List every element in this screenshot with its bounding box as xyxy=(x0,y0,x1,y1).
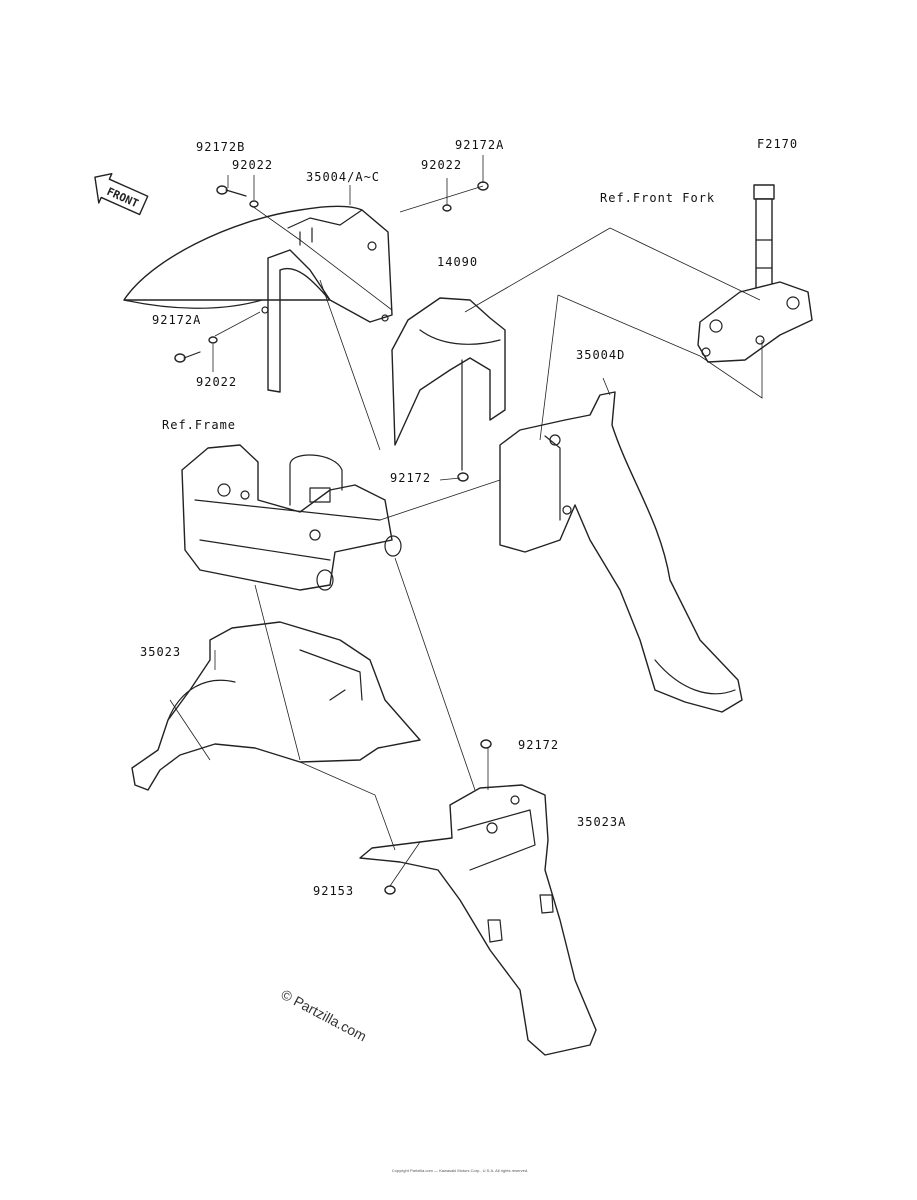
front-fender-part xyxy=(123,205,393,393)
side-cover-part xyxy=(499,391,743,713)
footer-copyright: Copyright Partzilla.com — Kawasaki Motor… xyxy=(391,1168,529,1173)
front-fork-part xyxy=(697,184,813,363)
label-92172-low: 92172 xyxy=(518,738,560,752)
leader-lines xyxy=(169,155,763,887)
label-92172A-left: 92172A xyxy=(152,313,202,327)
label-92172B: 92172B xyxy=(196,140,246,154)
label-ref-frame: Ref.Frame xyxy=(162,418,237,432)
label-92022-left-top: 92022 xyxy=(232,158,274,172)
rear-inner-fender-part xyxy=(131,621,421,791)
inner-fender-part xyxy=(391,297,506,471)
front-arrow-icon: FRONT xyxy=(94,172,149,216)
label-35023A: 35023A xyxy=(577,815,627,829)
label-14090: 14090 xyxy=(437,255,479,269)
fasteners xyxy=(174,181,492,895)
rear-fender-part xyxy=(359,784,597,1056)
label-92172A-top: 92172A xyxy=(455,138,505,152)
label-35004-a-c: 35004/A~C xyxy=(306,170,381,184)
label-35023: 35023 xyxy=(140,645,182,659)
label-92172-mid: 92172 xyxy=(390,471,432,485)
label-ref-front-fork: Ref.Front Fork xyxy=(600,191,716,205)
label-92022-left-bottom: 92022 xyxy=(196,375,238,389)
label-92153: 92153 xyxy=(313,884,355,898)
label-92022-right-top: 92022 xyxy=(421,158,463,172)
figure-code: F2170 xyxy=(757,137,799,151)
frame-part xyxy=(181,444,402,591)
label-35004D: 35004D xyxy=(576,348,626,362)
